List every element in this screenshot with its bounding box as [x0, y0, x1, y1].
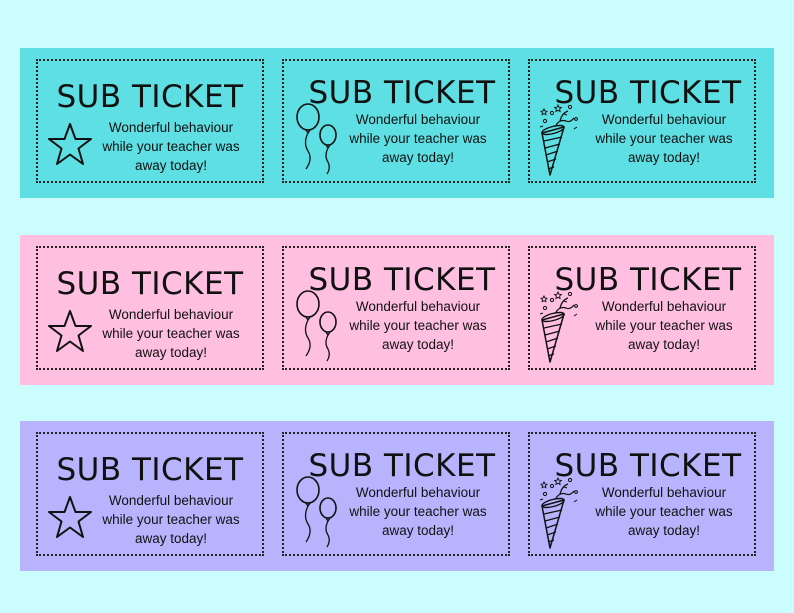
sub-ticket: SUB TICKET Wonderful behaviour while you… — [36, 246, 264, 370]
party-popper-icon — [539, 290, 578, 363]
balloons-icon — [296, 290, 337, 362]
sub-ticket: SUB TICKET Wonderful behaviour while you… — [36, 59, 264, 183]
ticket-title: SUB TICKET — [308, 262, 496, 298]
ticket-strip-teal: SUB TICKET Wonderful behaviour while you… — [20, 48, 774, 198]
ticket-message: Wonderful behaviour while your teacher w… — [349, 112, 487, 165]
sub-ticket: SUB TICKET Wonderful behaviour while you… — [282, 432, 510, 556]
ticket-title: SUB TICKET — [56, 266, 244, 302]
star-icon — [48, 310, 92, 352]
ticket-title: SUB TICKET — [554, 75, 742, 111]
ticket-message: Wonderful behaviour while your teacher w… — [102, 120, 240, 173]
ticket-title: SUB TICKET — [308, 75, 496, 111]
ticket-title: SUB TICKET — [56, 452, 244, 488]
sub-ticket: SUB TICKET Wonderful behaviour while you… — [282, 246, 510, 370]
ticket-strip-lavender: SUB TICKET Wonderful behaviour while you… — [20, 421, 774, 571]
ticket-message: Wonderful behaviour while your teacher w… — [102, 493, 240, 546]
sub-ticket: SUB TICKET Wonderful behaviour while you… — [528, 59, 756, 183]
sub-ticket: SUB TICKET Wonderful behaviour while you… — [528, 432, 756, 556]
ticket-title: SUB TICKET — [308, 448, 496, 484]
ticket-message: Wonderful behaviour while your teacher w… — [595, 112, 733, 165]
sub-ticket: SUB TICKET Wonderful behaviour while you… — [36, 432, 264, 556]
party-popper-icon — [539, 476, 578, 549]
ticket-strip-pink: SUB TICKET Wonderful behaviour while you… — [20, 235, 774, 385]
ticket-message: Wonderful behaviour while your teacher w… — [595, 299, 733, 352]
star-icon — [48, 123, 92, 165]
ticket-title: SUB TICKET — [554, 448, 742, 484]
sub-ticket: SUB TICKET Wonderful behaviour while you… — [528, 246, 756, 370]
ticket-message: Wonderful behaviour while your teacher w… — [595, 485, 733, 538]
party-popper-icon — [539, 103, 578, 176]
star-icon — [48, 496, 92, 538]
sub-ticket: SUB TICKET Wonderful behaviour while you… — [282, 59, 510, 183]
ticket-message: Wonderful behaviour while your teacher w… — [102, 307, 240, 360]
balloons-icon — [296, 103, 337, 175]
ticket-title: SUB TICKET — [56, 79, 244, 115]
ticket-title: SUB TICKET — [554, 262, 742, 298]
balloons-icon — [296, 476, 337, 548]
ticket-message: Wonderful behaviour while your teacher w… — [349, 299, 487, 352]
ticket-message: Wonderful behaviour while your teacher w… — [349, 485, 487, 538]
